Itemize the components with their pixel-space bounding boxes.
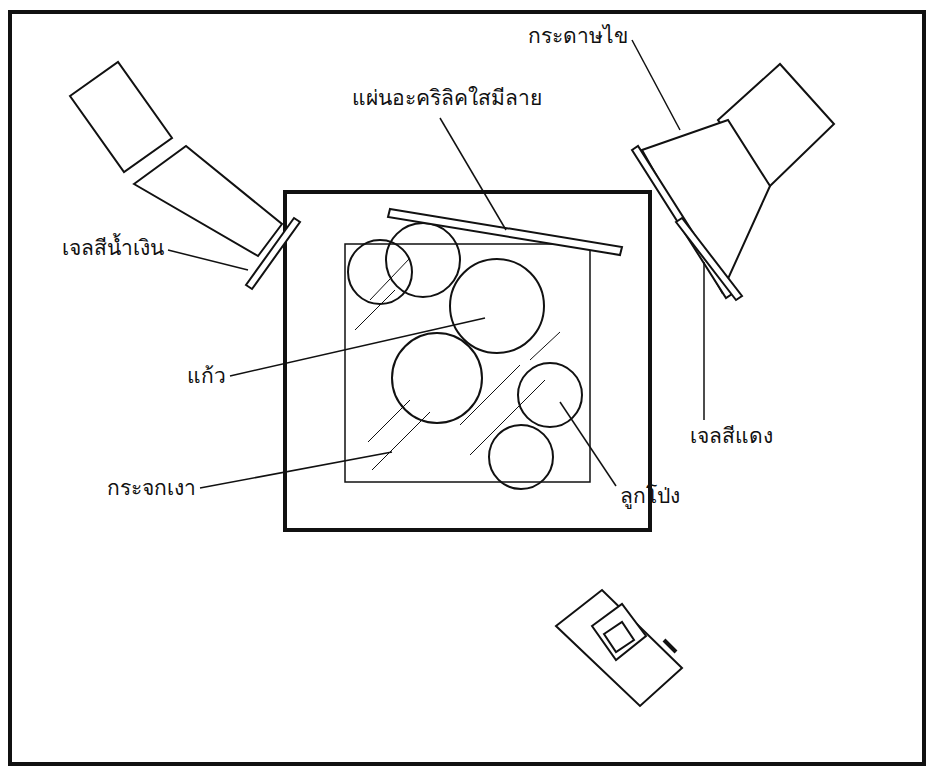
glass — [392, 333, 482, 423]
camera-lens — [604, 622, 634, 652]
mirror — [345, 244, 590, 482]
camera-button — [664, 640, 676, 652]
red-gel — [676, 218, 742, 300]
part-label: เจลสีแดง — [690, 424, 773, 449]
part-label: แก้ว — [187, 364, 226, 389]
balloon — [518, 363, 582, 427]
mirror-hatch — [355, 258, 560, 470]
balloon — [489, 425, 553, 489]
part-label: เจลสีน้ำเงิน — [62, 236, 164, 261]
glass — [348, 240, 412, 304]
part-label: กระดาษไข — [528, 24, 628, 49]
outer-frame — [10, 12, 924, 764]
part-label: แผ่นอะคริลิคใสมีลาย — [352, 86, 542, 111]
glass — [450, 259, 544, 353]
camera-body — [556, 590, 682, 706]
leader-lines — [168, 40, 704, 488]
blue-light-body — [70, 62, 172, 172]
table-top — [285, 192, 650, 530]
part-label: ลูกโป่ง — [620, 484, 680, 509]
part-label: กระจกเงา — [107, 476, 196, 501]
blue-gel — [246, 218, 300, 289]
camera-lens-hood — [592, 604, 646, 660]
acrylic-sheet — [388, 209, 622, 255]
glass — [386, 223, 460, 297]
